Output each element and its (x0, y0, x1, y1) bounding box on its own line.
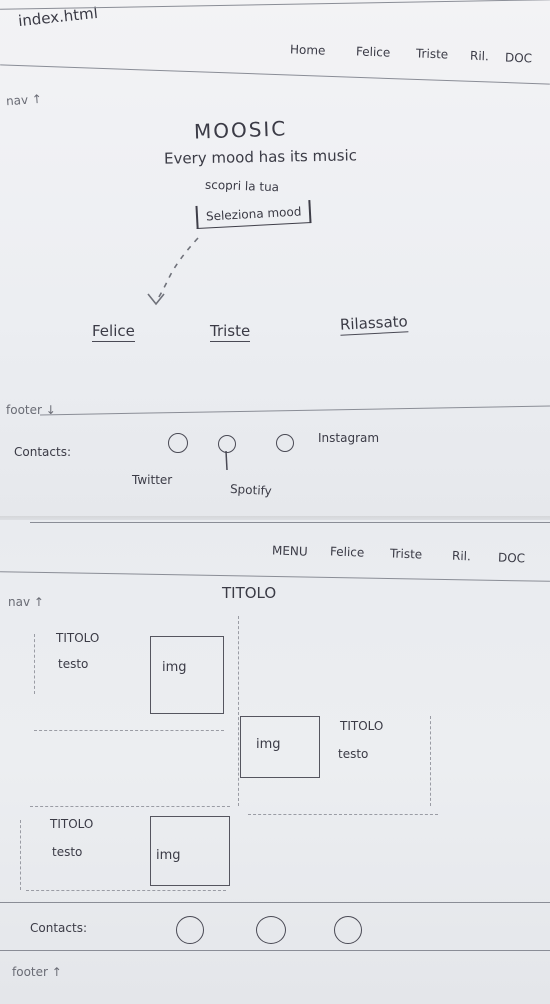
column-guide (238, 616, 239, 806)
spotify-icon-stem (225, 450, 228, 471)
spotify-label: Spotify (229, 481, 273, 499)
card-title: TITOLO (340, 719, 384, 733)
card-text: testo (338, 747, 369, 761)
card-text: testo (52, 845, 83, 859)
right-guide (430, 716, 431, 806)
row-guide-3 (248, 814, 438, 815)
menu-item-ril[interactable]: Ril. (451, 548, 472, 564)
card-text: testo (58, 657, 89, 671)
page-title: TITOLO (222, 584, 277, 602)
instagram-icon (276, 434, 294, 452)
footer-divider (0, 950, 550, 951)
card-image-placeholder (150, 636, 224, 714)
twitter-label: Twitter (132, 473, 173, 487)
contacts-divider (0, 902, 550, 903)
mood-option-triste[interactable]: Triste (210, 322, 251, 342)
spotify-icon (218, 435, 236, 453)
menu-item-doc[interactable]: DOC (497, 550, 526, 566)
contacts-label: Contacts: (14, 445, 71, 459)
dropdown-arrow (147, 237, 199, 306)
card-title: TITOLO (56, 631, 100, 645)
menu-item-triste[interactable]: Triste (389, 546, 423, 562)
wireframe-sheet-mood-page: MENU Felice Triste Ril. DOC nav ↑ TITOLO… (0, 520, 550, 1004)
row-guide-2 (30, 806, 230, 807)
social-icon-3[interactable] (334, 916, 362, 944)
social-icon-1[interactable] (176, 916, 204, 944)
card-image-label: img (162, 660, 187, 675)
wireframe-sheet-homepage: index.html Home Felice Triste Ril. DOC n… (0, 0, 550, 520)
footer-marker: footer ↓ (6, 403, 56, 417)
card-image-label: img (256, 737, 281, 752)
mood-option-felice[interactable]: Felice (92, 322, 135, 342)
instagram-label: Instagram (318, 431, 380, 445)
card-image-placeholder (240, 716, 320, 778)
twitter-icon (168, 433, 188, 453)
social-icon-2[interactable] (256, 916, 286, 944)
card-image-label: img (156, 848, 181, 863)
menu-divider (0, 571, 550, 582)
sheet2-top-edge (30, 522, 550, 523)
contacts-label: Contacts: (30, 921, 87, 935)
row-guide-1 (34, 730, 224, 731)
menu-item-felice[interactable]: Felice (329, 544, 365, 560)
left-guide (34, 634, 35, 694)
card-image-placeholder (150, 816, 230, 886)
menu-item-menu[interactable]: MENU (271, 543, 308, 559)
footer-marker: footer ↑ (12, 965, 62, 979)
card-title: TITOLO (50, 817, 94, 831)
left-guide-2 (20, 820, 21, 890)
row-guide-4 (26, 890, 226, 891)
nav-marker-2: nav ↑ (8, 595, 44, 609)
sheet-seam (0, 516, 550, 522)
